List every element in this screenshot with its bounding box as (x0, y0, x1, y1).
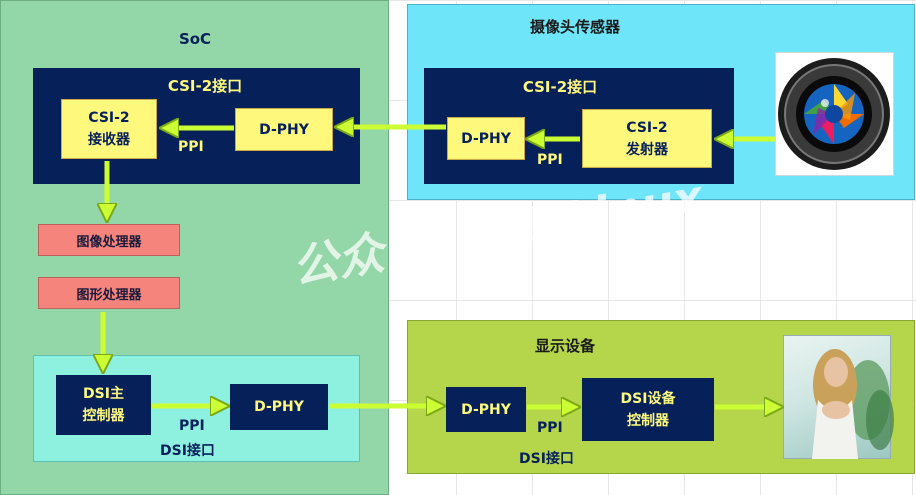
camera-lens-image (775, 52, 894, 176)
csi-transmitter-box: CSI-2 发射器 (582, 109, 712, 168)
soc-dsi-dphy-box: D-PHY (230, 384, 328, 430)
camera-ppi-label: PPI (537, 152, 563, 168)
soc-dsi-ppi-label: PPI (179, 418, 205, 434)
display-dphy-box: D-PHY (446, 387, 526, 432)
csi-receiver-box: CSI-2 接收器 (61, 99, 157, 159)
soc-dsi-interface-label: DSI接口 (160, 443, 215, 459)
soc-csi-interface-title: CSI-2接口 (167, 77, 243, 95)
graphics-processor-box: 图形处理器 (38, 277, 180, 309)
display-ppi-label: PPI (537, 420, 563, 436)
soc-title: SoC (178, 30, 212, 48)
display-photo (783, 335, 891, 459)
camera-csi-interface-title: CSI-2接口 (522, 78, 598, 96)
camera-dphy-box: D-PHY (447, 117, 525, 160)
soc-csi-dphy-box: D-PHY (235, 108, 333, 151)
image-processor-box: 图像处理器 (38, 224, 180, 256)
camera-title: 摄像头传感器 (529, 18, 620, 36)
dsi-master-box: DSI主 控制器 (56, 375, 151, 435)
display-title: 显示设备 (534, 337, 595, 355)
dsi-device-controller-box: DSI设备 控制器 (582, 378, 714, 441)
display-dsi-interface-label: DSI接口 (519, 451, 574, 467)
soc-csi-ppi-label: PPI (178, 139, 204, 155)
